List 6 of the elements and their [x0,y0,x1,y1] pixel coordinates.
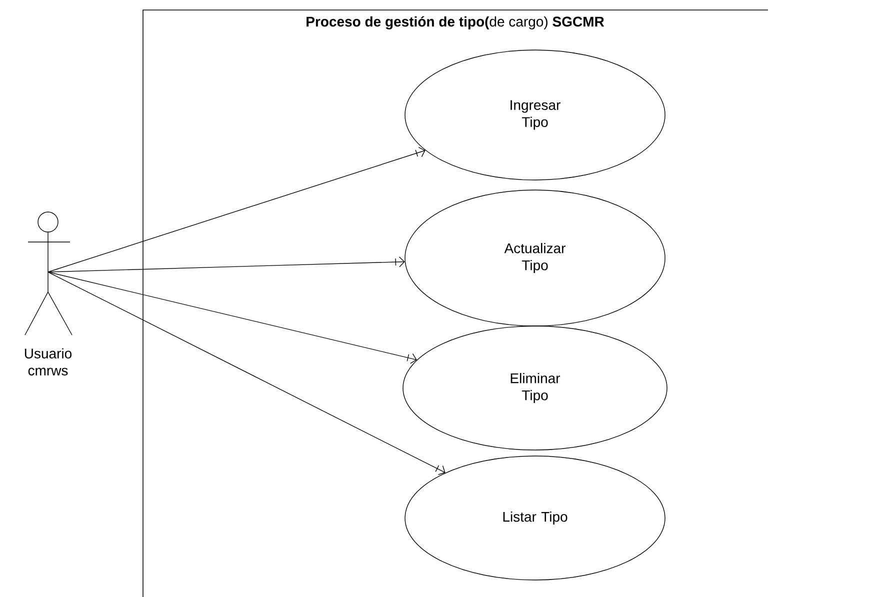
node-label: Usuario cmrws [24,348,72,376]
arrow [48,256,405,272]
arrow [48,272,446,476]
arrow [48,146,426,272]
arrow [48,272,417,364]
actor: Usuario cmrws [24,212,72,376]
